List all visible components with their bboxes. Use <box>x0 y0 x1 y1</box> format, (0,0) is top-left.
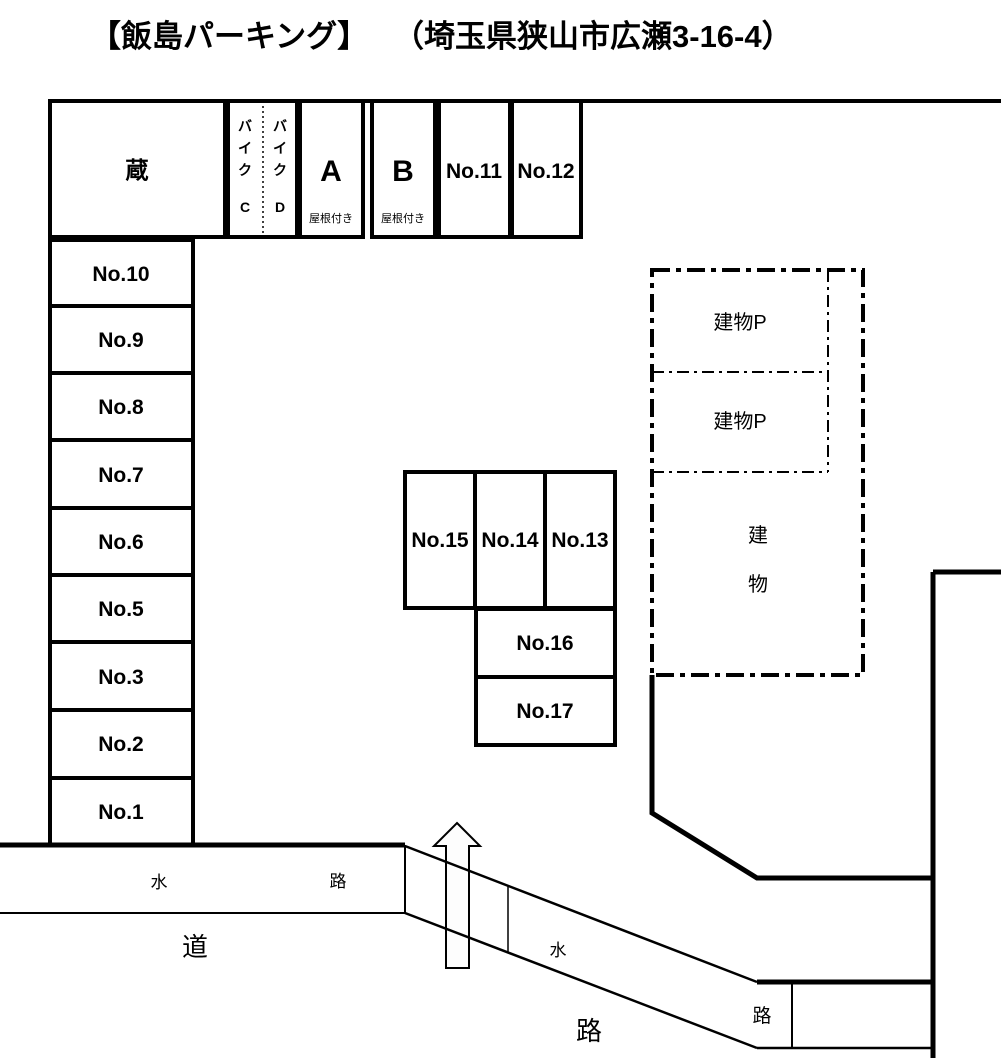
center-block-spaces: No.15 No.14 No.13 No.16 No.17 <box>403 470 617 747</box>
entrance-arrow <box>431 821 483 969</box>
waterway-south-upper-diagonal <box>404 844 758 984</box>
space-no14-label: No.14 <box>481 529 539 552</box>
space-no8-label: No.8 <box>98 396 144 419</box>
building-site-outline <box>649 675 933 881</box>
building-p1-label: 建物P <box>713 311 766 334</box>
bike-space-c: バ イ ク C <box>238 118 252 215</box>
space-a-note: 屋根付き <box>309 211 353 225</box>
space-b-label: B <box>392 155 414 188</box>
bike-space-d: バ イ ク D <box>273 118 287 215</box>
building-p2-label: 建物P <box>713 410 766 433</box>
bike-d-label: D <box>275 199 285 215</box>
bike-c-char1: バ <box>238 118 252 134</box>
space-no9-label: No.9 <box>98 329 144 352</box>
space-no10-box <box>48 238 195 308</box>
space-no1-label: No.1 <box>98 801 144 824</box>
bike-c-char2: イ <box>238 140 252 156</box>
space-no9-box <box>48 304 195 375</box>
page-title: 【飯島パーキング】 <box>90 19 368 54</box>
space-a-box <box>298 99 365 239</box>
space-no6-label: No.6 <box>98 531 144 554</box>
waterway-south-band: 水 路 <box>404 844 933 1050</box>
space-no7-box <box>48 438 195 510</box>
warehouse-label: 蔵 <box>126 157 149 183</box>
space-no13-label: No.13 <box>551 529 608 552</box>
space-no11-label: No.11 <box>446 160 502 183</box>
space-b-note: 屋根付き <box>381 211 425 225</box>
left-column-spaces: No.10 No.9 No.8 No.7 No.6 No.5 No.3 No.2… <box>48 238 195 847</box>
space-no10-label: No.10 <box>92 263 149 286</box>
building-label-char1: 建 <box>748 524 768 547</box>
space-no2-label: No.2 <box>98 733 144 756</box>
bike-d-char3: ク <box>273 162 287 178</box>
bike-c-char3: ク <box>238 162 252 178</box>
road-label-2: 路 <box>576 1016 602 1046</box>
space-no16-box <box>474 607 617 679</box>
road-label-1: 道 <box>182 932 208 962</box>
page-address: （埼玉県狭山市広瀬3-16-4） <box>393 19 793 54</box>
waterway-west-label-2: 路 <box>330 872 347 891</box>
bike-d-char1: バ <box>273 118 287 134</box>
space-no3-label: No.3 <box>98 666 144 689</box>
space-no12-box <box>510 99 583 239</box>
waterway-south-lower-diagonal <box>404 911 758 1050</box>
space-no3-box <box>48 640 195 712</box>
space-no1-box <box>48 776 195 847</box>
space-no12-label: No.12 <box>517 160 574 183</box>
waterway-south-label-1: 水 <box>550 941 567 960</box>
bike-c-label: C <box>240 199 250 215</box>
space-no15-label: No.15 <box>411 529 469 552</box>
waterway-west-band: 水 路 <box>0 842 406 914</box>
bike-d-char2: イ <box>273 140 287 156</box>
warehouse-box <box>48 99 227 239</box>
space-no5-box <box>48 573 195 644</box>
space-no17-box <box>474 675 617 747</box>
bike-spaces-box <box>226 99 299 239</box>
space-no7-label: No.7 <box>98 464 144 487</box>
space-no8-box <box>48 371 195 442</box>
space-no17-label: No.17 <box>516 700 573 723</box>
space-no2-box <box>48 708 195 780</box>
space-b-box <box>370 99 437 239</box>
building-parcel: 建物P 建物P 建 物 <box>650 268 865 677</box>
waterway-west-label-1: 水 <box>151 873 168 892</box>
waterway-south-label-2: 路 <box>752 1005 771 1027</box>
space-no6-box <box>48 506 195 577</box>
building-label-char2: 物 <box>748 573 768 596</box>
space-no5-label: No.5 <box>98 598 144 621</box>
space-no16-label: No.16 <box>516 632 573 655</box>
space-a-label: A <box>320 155 342 188</box>
